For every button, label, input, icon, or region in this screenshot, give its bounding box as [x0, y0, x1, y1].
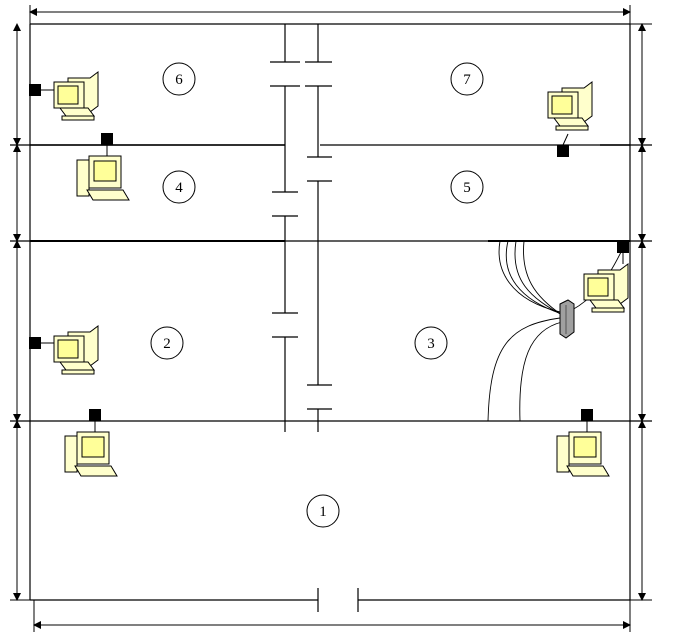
room-5-label: 5 — [463, 180, 471, 196]
room-5-marker: 5 — [450, 170, 484, 204]
computer-icon — [64, 431, 118, 477]
network-socket-icon — [581, 409, 593, 421]
building-walls — [29, 23, 631, 601]
network-socket-icon — [101, 133, 113, 145]
computer-icon — [53, 71, 99, 121]
network-sockets — [29, 84, 629, 421]
room-1-label: 1 — [319, 504, 327, 520]
computer-icon — [547, 81, 593, 131]
interior-walls — [10, 24, 652, 612]
computer-icon — [76, 155, 130, 201]
computer-icon — [556, 431, 610, 477]
network-switch-icon — [559, 299, 575, 339]
room-6-marker: 6 — [162, 62, 196, 96]
room-7-label: 7 — [463, 72, 471, 88]
room-4-marker: 4 — [162, 170, 196, 204]
network-socket-icon — [557, 145, 569, 157]
room-2-marker: 2 — [150, 326, 184, 360]
network-socket-icon — [617, 241, 629, 253]
room-2-label: 2 — [163, 336, 171, 352]
dimension-lines — [10, 5, 652, 632]
room-6-label: 6 — [175, 72, 183, 88]
network-socket-icon — [29, 337, 41, 349]
room-3-label: 3 — [427, 336, 435, 352]
computer-icon — [583, 263, 629, 313]
network-cables — [487, 240, 623, 422]
network-socket-icon — [89, 409, 101, 421]
room-4-label: 4 — [175, 180, 183, 196]
computer-icon — [53, 325, 99, 375]
room-3-marker: 3 — [414, 326, 448, 360]
room-7-marker: 7 — [450, 62, 484, 96]
network-socket-icon — [29, 84, 41, 96]
socket-leads — [41, 89, 624, 432]
room-1-marker: 1 — [306, 494, 340, 528]
